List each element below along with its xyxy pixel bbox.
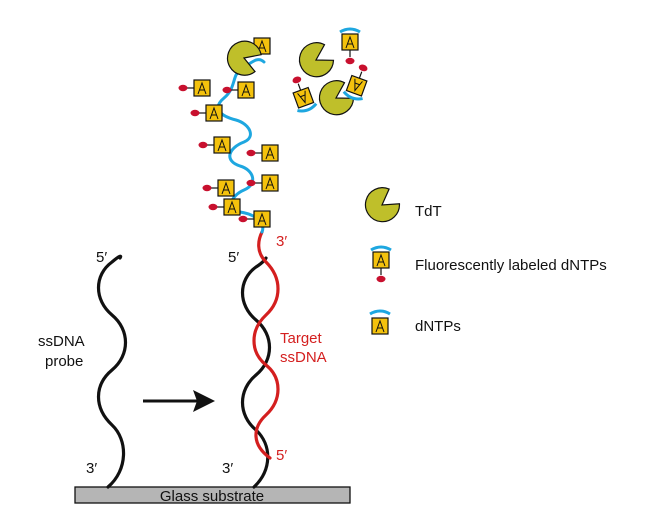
target-ssdna-strand [252,230,280,460]
legend-item-dntps: dNTPs [368,309,461,336]
fluorescent-dntp-icon [207,198,241,216]
hybrid-5prime-label: 5′ [228,249,239,266]
substrate-label: Glass substrate [160,488,264,505]
probe-3prime-label: 3′ [86,460,97,477]
probe-5prime-label: 5′ [96,249,107,266]
probe-label-line1: ssDNA [38,333,85,350]
glass-substrate: Glass substrate [74,486,351,505]
fluorescent-dntp-icon [245,144,279,162]
fluorescent-dntp-icon [369,245,393,284]
probe-strand [97,254,127,489]
fluorescent-dntp-icon [189,104,223,122]
fluorescent-dntp-icon [197,136,231,154]
incorporated-nucleotides [177,37,279,228]
target-label-line2: ssDNA [280,349,327,366]
legend-item-tdt: TdT [358,181,442,229]
legend-label-dntps: dNTPs [415,318,461,335]
legend-item-fluorescent-dntps: Fluorescently labeled dNTPs [369,245,607,284]
fluorescent-dntp-icon [284,71,319,115]
arrow-right-icon [143,390,215,412]
ssdna-probe: 5′ 3′ ssDNA probe [38,249,127,489]
legend-label-fluorescent-dntps: Fluorescently labeled dNTPs [415,257,607,274]
target-3prime-label: 3′ [276,233,287,250]
fluorescent-dntp-icon [338,27,362,66]
tdt-enzyme-icon [358,181,405,229]
free-reagents [284,27,376,122]
legend: TdT Fluorescently labeled dNTPs dNTPs [358,181,607,336]
tdt-enzyme-icon [292,37,339,84]
hybridized-complex: 5′ 3′ 3′ 5′ Target ssDNA [177,35,327,489]
probe-label-line2: probe [45,353,83,370]
hybrid-3prime-label: 3′ [222,460,233,477]
dntp-icon [368,309,392,336]
target-5prime-label: 5′ [276,447,287,464]
legend-label-tdt: TdT [415,203,442,220]
fluorescent-dntp-icon [341,59,376,103]
target-label-line1: Target [280,330,323,347]
fluorescent-dntp-icon [177,79,211,97]
hybrid-probe-strand [241,256,271,489]
fluorescent-dntp-icon [201,179,235,197]
